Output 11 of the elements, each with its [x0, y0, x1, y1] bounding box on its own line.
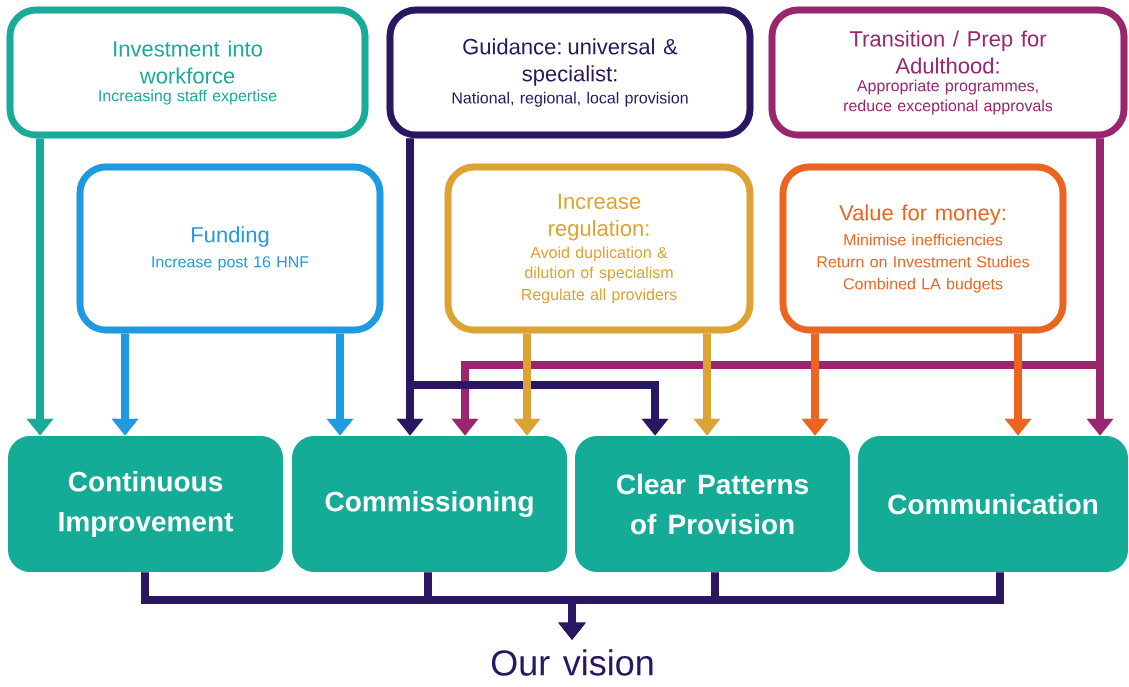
vision-text: Our vision	[491, 649, 653, 676]
rounded-box: Investment into workforce Increasing staff expertise	[6, 6, 369, 139]
rounded-box: Increase regulation: Avoid duplication & dilution of specialism Regulate all providers	[444, 163, 754, 334]
pillar-box: Continuous Improvement	[8, 436, 283, 572]
pillar-box: Commissioning	[292, 436, 567, 572]
pillar-box: Clear Patterns of Provision	[575, 436, 850, 572]
rounded-box: Value for money: Minimise inefficiencies Return on Investment Studies Combined LA budgets	[779, 163, 1067, 334]
pillar-box: Communication	[858, 436, 1128, 572]
rounded-box: Guidance: universal & specialist: National, regional, local provision	[386, 6, 754, 139]
rounded-box: Transition / Prep for Adulthood: Appropriate programmes, reduce exceptional approvals	[768, 6, 1128, 139]
rounded-box: Funding Increase post 16 HNF	[76, 163, 384, 334]
